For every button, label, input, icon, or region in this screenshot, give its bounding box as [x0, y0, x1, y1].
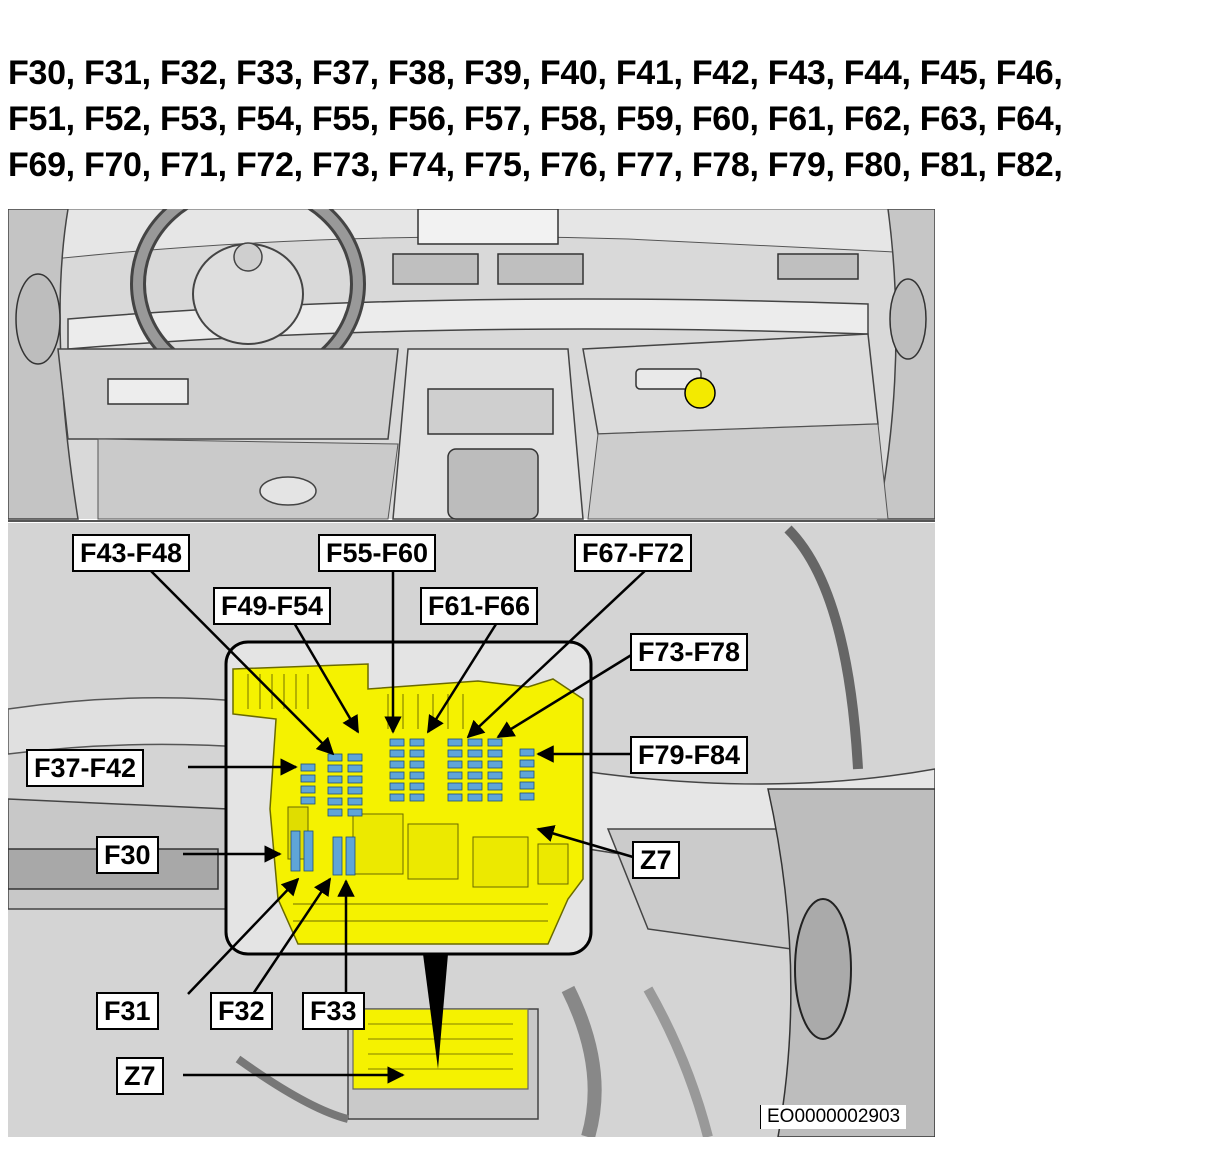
label-f79-f84: F79-F84 — [630, 736, 749, 774]
label-f43-f48: F43-F48 — [72, 534, 191, 572]
label-f33: F33 — [302, 992, 365, 1030]
label-f55-f60: F55-F60 — [318, 534, 437, 572]
label-f67-f72: F67-F72 — [574, 534, 693, 572]
figure-code: EO0000002903 — [760, 1105, 907, 1129]
fuse-array — [290, 738, 535, 876]
heading-line-3: F69, F70, F71, F72, F73, F74, F75, F76, … — [8, 146, 1063, 184]
label-f31: F31 — [96, 992, 159, 1030]
label-f32: F32 — [210, 992, 273, 1030]
heading-line-1: F30, F31, F32, F33, F37, F38, F39, F40, … — [8, 54, 1063, 92]
label-z7-bottom: Z7 — [116, 1057, 164, 1095]
label-f49-f54: F49-F54 — [213, 587, 332, 625]
fuse-box-location-marker — [684, 377, 716, 409]
label-f30: F30 — [96, 836, 159, 874]
label-z7-right: Z7 — [632, 841, 680, 879]
fuse-box-location-figure: F43-F48 F55-F60 F67-F72 F49-F54 F61-F66 … — [8, 209, 935, 1137]
heading-line-2: F51, F52, F53, F54, F55, F56, F57, F58, … — [8, 100, 1063, 138]
dashboard-overview-panel — [8, 209, 935, 520]
label-f73-f78: F73-F78 — [630, 633, 749, 671]
label-f61-f66: F61-F66 — [420, 587, 539, 625]
label-leader-lines — [147, 567, 649, 1084]
label-f37-f42: F37-F42 — [26, 749, 145, 787]
fuse-list-heading: F30, F31, F32, F33, F37, F38, F39, F40, … — [8, 50, 1206, 188]
